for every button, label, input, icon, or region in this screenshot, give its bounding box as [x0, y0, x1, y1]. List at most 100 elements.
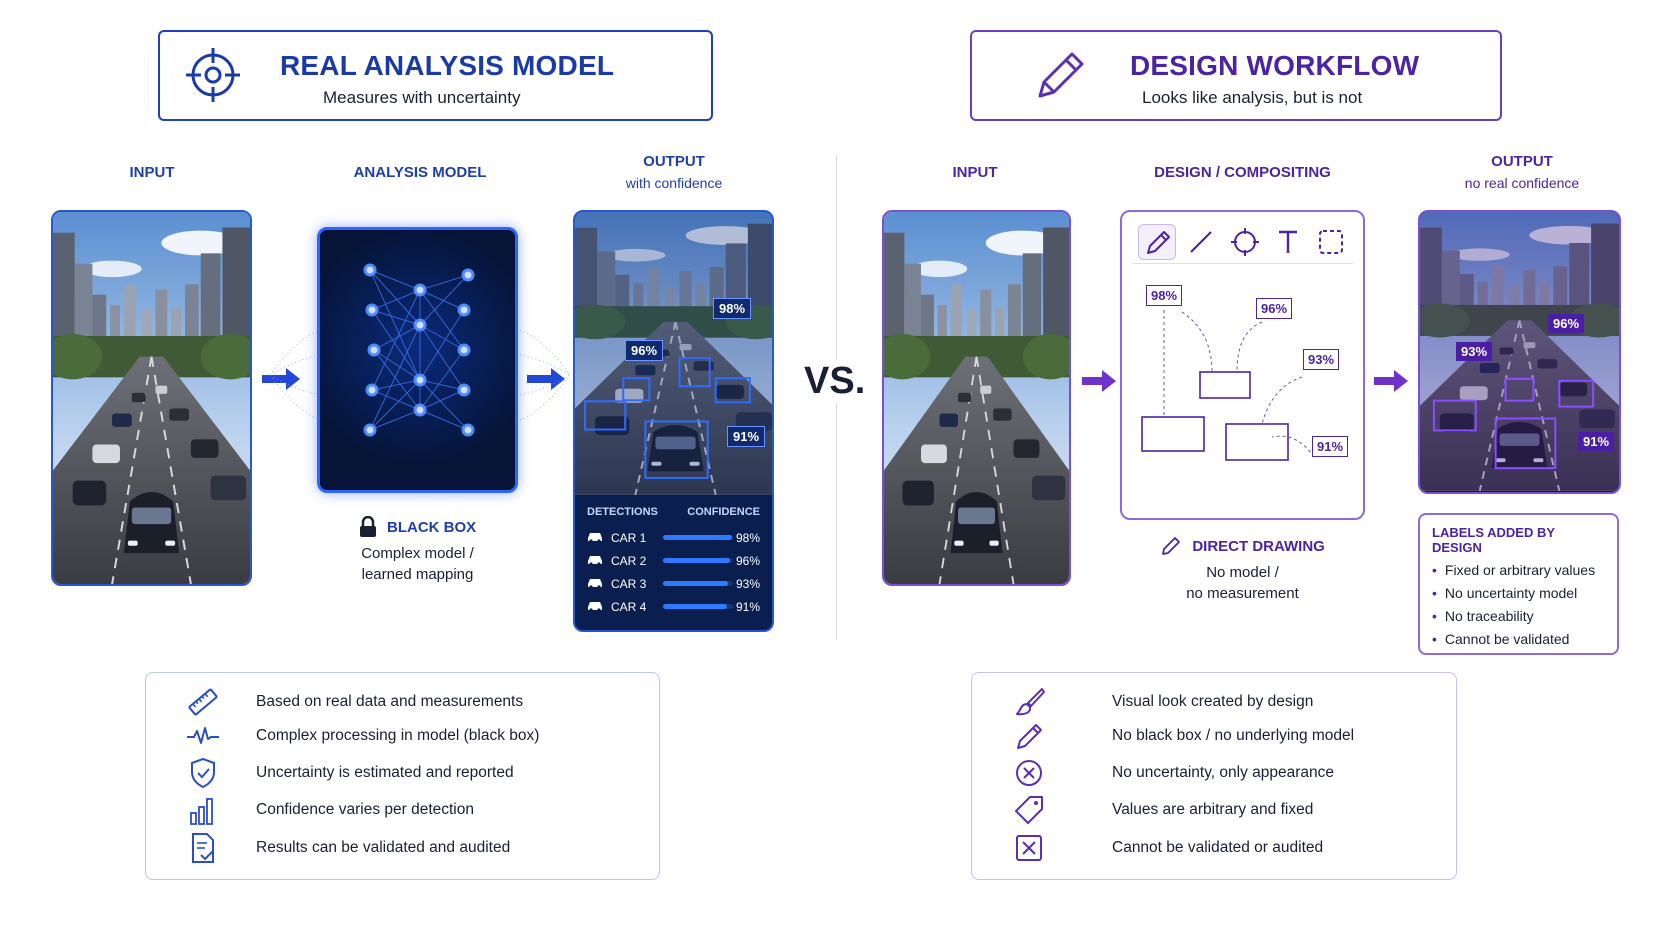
confidence-bar-fill [663, 604, 727, 609]
car-icon [588, 533, 602, 543]
detection-name: CAR 4 [611, 600, 647, 614]
design-workflow-title: DESIGN WORKFLOW [1130, 50, 1420, 81]
confidence-bar-track [663, 581, 733, 586]
black-box-line2: learned mapping [361, 566, 474, 584]
pencil-tool[interactable] [1138, 224, 1176, 260]
real-analysis-title: REAL ANALYSIS MODEL [280, 50, 615, 81]
black-box-line1: Complex model / [361, 545, 474, 563]
waveform-icon [187, 727, 219, 744]
direct-drawing-line1: No model / [1206, 564, 1279, 582]
design-label: 91% [1312, 436, 1349, 457]
detection-row: CAR 1 98% [587, 528, 760, 548]
design-label: 98% [1146, 285, 1183, 306]
right-output-subtitle: no real confidence [1464, 175, 1580, 191]
pencil-icon [1038, 52, 1084, 98]
design-workflow-summary: Visual look created by design No black b… [971, 672, 1457, 880]
left-input-image [51, 210, 252, 586]
brush-icon [1016, 688, 1045, 716]
select-tool[interactable] [1312, 224, 1350, 260]
design-toolbar [1132, 220, 1353, 264]
arrow-right-icon [1374, 370, 1408, 392]
labels-box-item: Fixed or arbitrary values [1432, 562, 1605, 578]
design-badge: 91% [1578, 432, 1615, 451]
x-circle-icon [1016, 760, 1042, 786]
confidence-bar-track [663, 535, 733, 540]
design-badge: 93% [1456, 342, 1493, 361]
detection-confidence: 96% [735, 554, 760, 568]
labels-box-title: LABELS ADDED BY DESIGN [1432, 525, 1555, 555]
ruler-icon [188, 688, 218, 716]
neural-network-icon [363, 263, 475, 437]
right-output-image: 96% 93% 91% [1418, 210, 1621, 494]
line-icon [1190, 231, 1212, 253]
car-icon [588, 556, 602, 566]
design-canvas-panel: 98% 96% 93% 91% [1120, 210, 1365, 520]
design-label: 96% [1256, 298, 1293, 319]
summary-text: Based on real data and measurements [256, 693, 524, 710]
detection-name: CAR 2 [611, 554, 647, 568]
labels-added-by-design-box: LABELS ADDED BY DESIGN Fixed or arbitrar… [1418, 513, 1619, 655]
line-tool[interactable] [1182, 224, 1220, 260]
pencil-icon [1017, 724, 1042, 749]
labels-box-item: No uncertainty model [1432, 585, 1605, 601]
confidence-badge: 98% [713, 298, 752, 319]
bar-chart-icon [190, 798, 213, 825]
target-tool[interactable] [1226, 224, 1264, 260]
summary-text: Results can be validated and audited [256, 839, 511, 856]
summary-text: Cannot be validated or audited [1112, 839, 1324, 856]
pencil-icon [1147, 231, 1170, 254]
summary-text: Uncertainty is estimated and reported [256, 764, 514, 781]
car-icon [588, 602, 602, 612]
right-input-image [882, 210, 1071, 586]
direct-drawing-caption: DIRECT DRAWING No model / no measurement [1150, 535, 1335, 604]
summary-text: No uncertainty, only appearance [1112, 764, 1335, 781]
confidence-badge: 96% [625, 340, 664, 361]
left-output-image [575, 212, 772, 496]
summary-text: Confidence varies per detection [256, 801, 474, 818]
right-input-label: INPUT [952, 164, 998, 181]
design-canvas [1141, 310, 1315, 461]
car-icon [588, 579, 602, 589]
confidence-header: CONFIDENCE [687, 506, 760, 518]
direct-drawing-line2: no measurement [1186, 585, 1299, 603]
design-label: 93% [1303, 349, 1340, 370]
confidence-bar-fill [663, 535, 732, 540]
confidence-bar-fill [663, 581, 728, 586]
left-input-label: INPUT [129, 164, 175, 181]
real-analysis-subtitle: Measures with uncertainty [323, 88, 521, 107]
labels-box-item: Cannot be validated [1432, 631, 1605, 647]
detection-name: CAR 3 [611, 577, 647, 591]
neural-network-black-box [317, 227, 518, 493]
real-analysis-title-box: REAL ANALYSIS MODEL Measures with uncert… [158, 30, 713, 121]
target-icon [1231, 228, 1259, 256]
right-output-title: OUTPUT [1491, 153, 1553, 170]
detections-table: DETECTIONS CONFIDENCE CAR 1 98% CAR 2 96% CA… [575, 496, 772, 630]
lock-icon [359, 515, 376, 538]
text-tool[interactable] [1269, 224, 1307, 260]
left-output-subtitle: with confidence [625, 175, 723, 191]
document-check-icon [192, 833, 214, 863]
data-flow-dots [270, 329, 570, 421]
design-workflow-subtitle: Looks like analysis, but is not [1142, 88, 1363, 107]
summary-text: No black box / no underlying model [1112, 727, 1355, 744]
detection-confidence: 98% [735, 531, 760, 545]
confidence-bar-fill [663, 558, 730, 563]
pencil-icon [1162, 537, 1181, 555]
detections-header: DETECTIONS [587, 506, 658, 518]
x-square-icon [1016, 835, 1042, 861]
left-output-title: OUTPUT [643, 153, 705, 170]
tag-icon [1015, 796, 1043, 824]
summary-text: Visual look created by design [1112, 693, 1314, 710]
real-analysis-summary: Based on real data and measurements Comp… [145, 672, 660, 880]
summary-text: Complex processing in model (black box) [256, 727, 540, 744]
shield-check-icon [191, 757, 215, 789]
confidence-bar-track [663, 558, 733, 563]
detection-name: CAR 1 [611, 531, 647, 545]
arrow-right-icon [527, 368, 565, 390]
black-box-caption: BLACK BOX Complex model / learned mappin… [330, 515, 505, 585]
text-icon [1279, 230, 1297, 253]
detection-confidence: 93% [735, 577, 760, 591]
analysis-model-label: ANALYSIS MODEL [353, 164, 487, 181]
